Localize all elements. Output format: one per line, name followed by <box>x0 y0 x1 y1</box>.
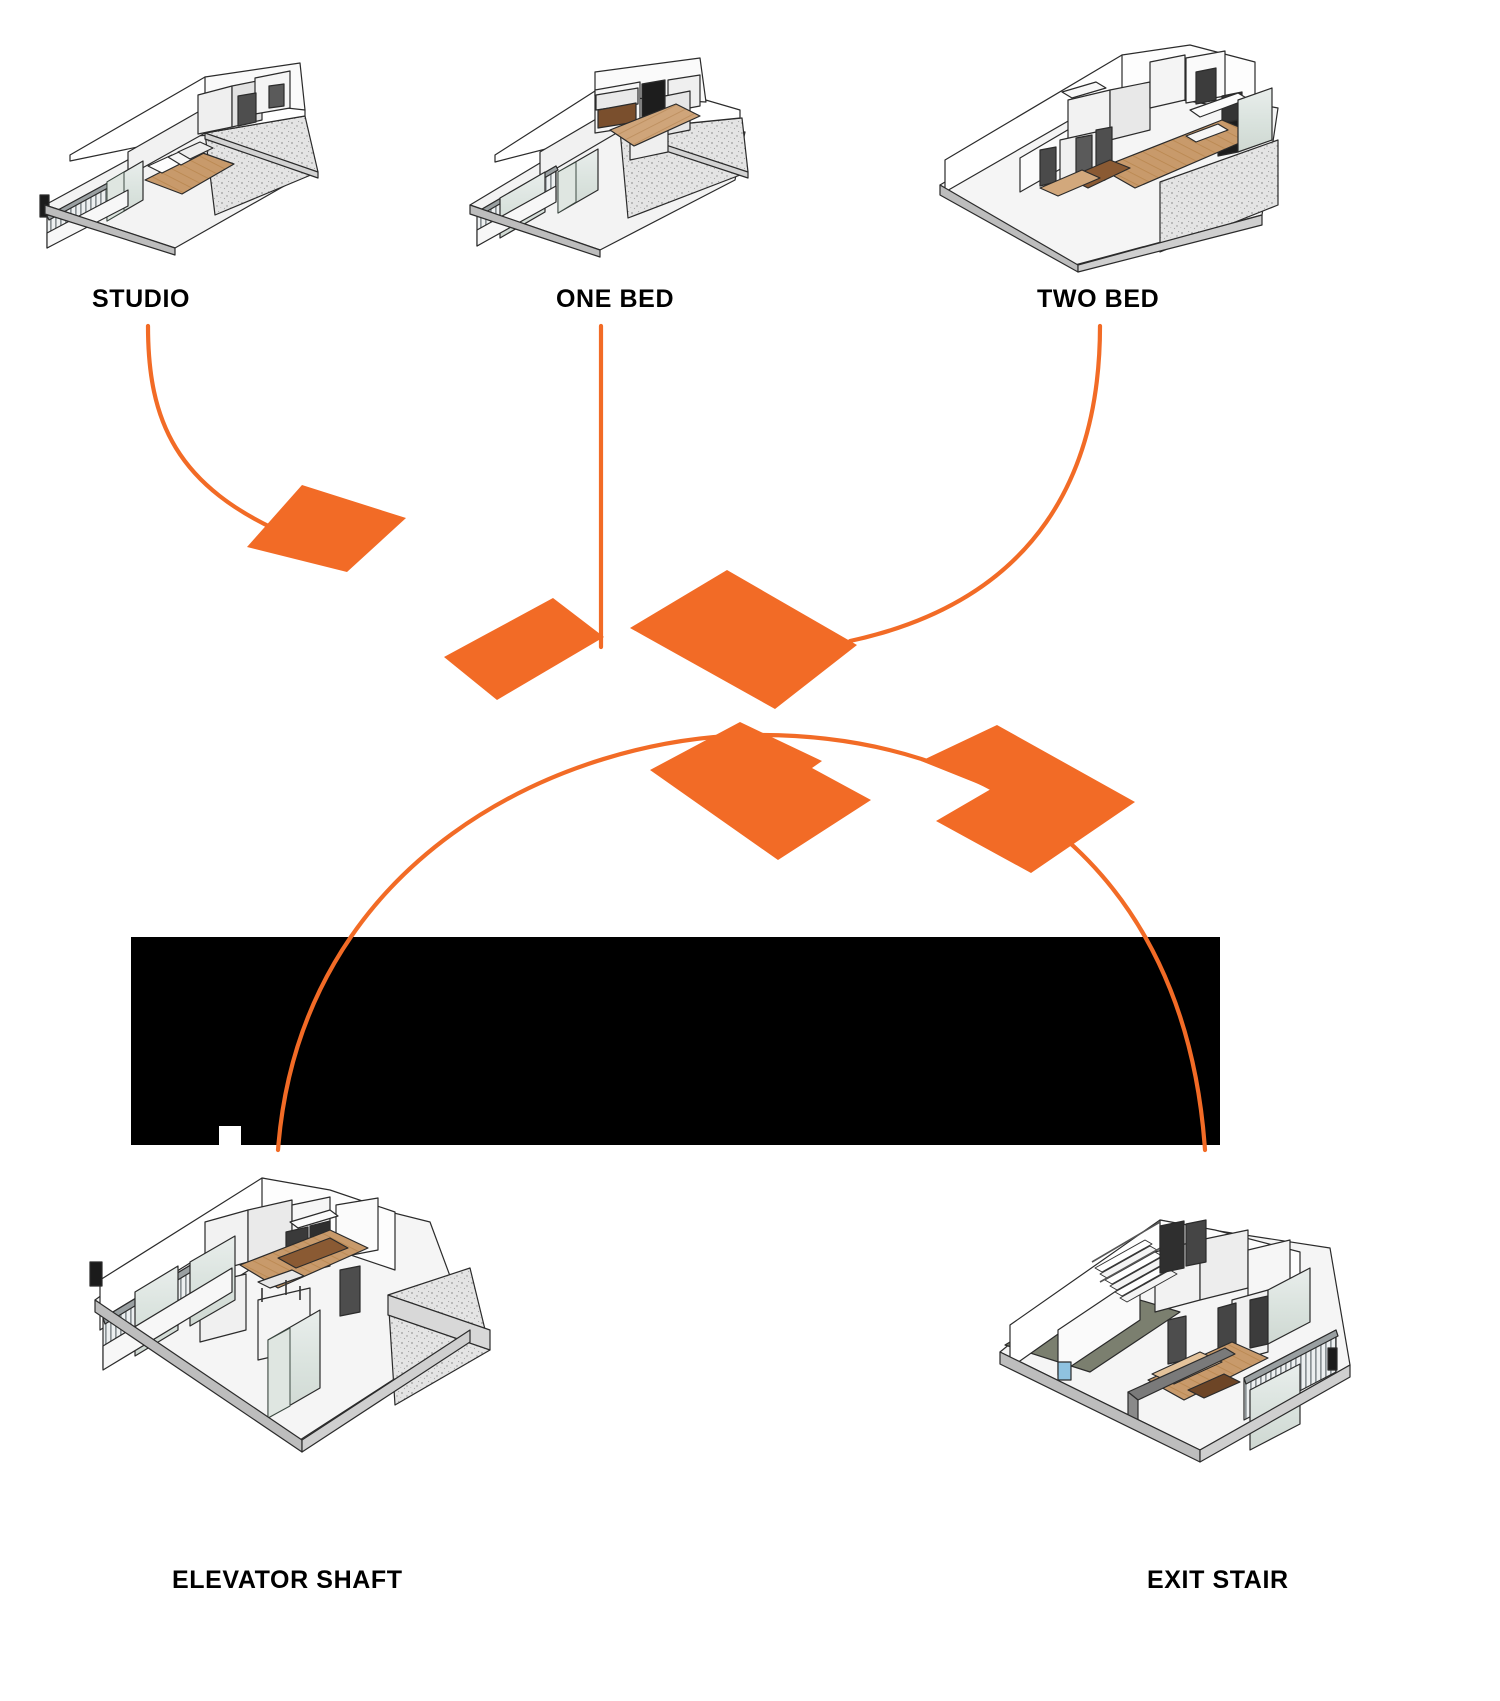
black-bar-notch <box>219 1126 241 1145</box>
leader-line-two-bed <box>847 323 1103 644</box>
plan-tiles <box>247 485 1135 873</box>
leader-line-studio <box>145 323 293 539</box>
plan-tile-elevator <box>650 722 871 860</box>
unit-label-elevator-shaft: ELEVATOR SHAFT <box>172 1566 403 1594</box>
axon-two-bed <box>939 44 1279 273</box>
unit-label-two-bed: TWO BED <box>1037 285 1160 313</box>
axon-studio <box>39 62 319 256</box>
unit-label-exit-stair: EXIT STAIR <box>1147 1566 1289 1594</box>
unit-label-studio: STUDIO <box>92 285 191 313</box>
plan-tile-exit-stair <box>921 725 1135 873</box>
redacted-black-bar <box>131 937 1220 1145</box>
unit-label-one-bed: ONE BED <box>556 285 675 313</box>
axon-one-bed <box>469 57 749 258</box>
axon-elevator-shaft <box>89 1177 491 1453</box>
axon-exit-stair <box>999 1219 1351 1463</box>
plan-tile-two-bed <box>630 570 857 709</box>
plan-tile-one-bed <box>444 598 604 700</box>
plan-tile-studio <box>247 485 406 572</box>
